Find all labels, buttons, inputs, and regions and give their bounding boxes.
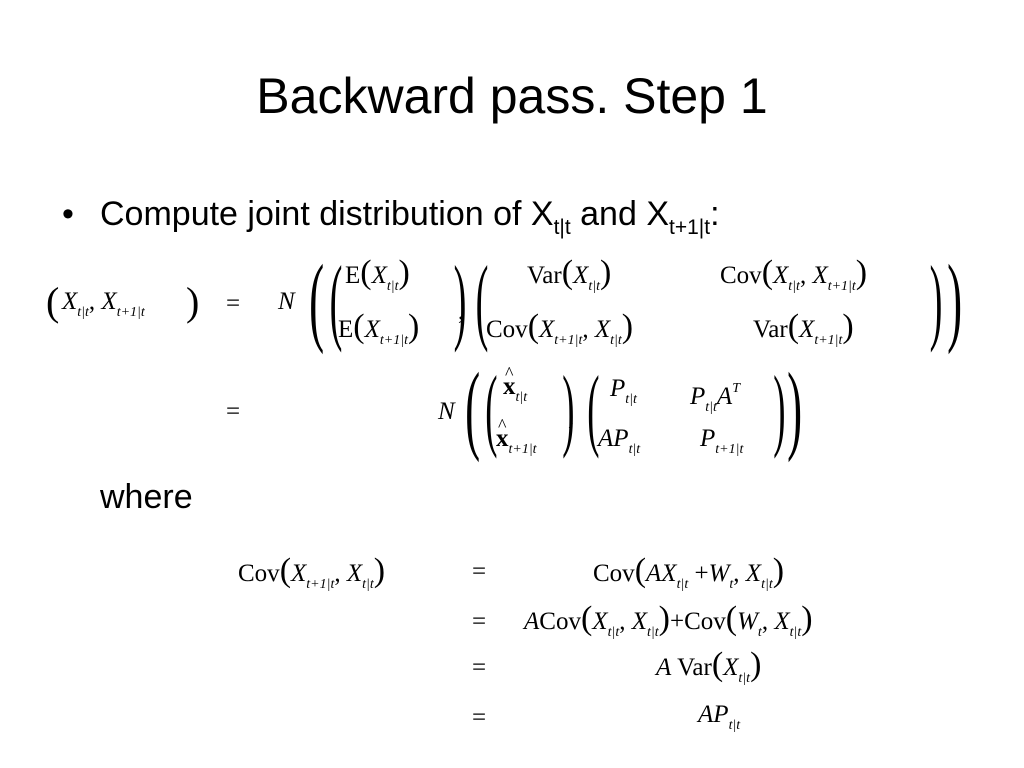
equals-1: = bbox=[226, 290, 241, 317]
cov-matrix-21: Cov(Xt+1|t, Xt|t) bbox=[486, 308, 634, 349]
cov2-11: Pt|t bbox=[610, 375, 637, 407]
mean-close: ) bbox=[453, 246, 467, 353]
deriv-lhs: Cov(Xt+1|t, Xt|t) bbox=[238, 552, 386, 593]
mean2-entry-2: xt+1|t bbox=[496, 410, 537, 465]
n2-outer-open: ( bbox=[465, 352, 481, 463]
deriv-rhs-4: APt|t bbox=[698, 701, 741, 733]
deriv-equals-2: = bbox=[472, 608, 487, 635]
bullet-text-a: Compute joint distribution of X bbox=[100, 195, 554, 233]
bullet-dot-icon: • bbox=[62, 195, 74, 233]
deriv-equals-3: = bbox=[472, 654, 487, 681]
cov2-open: ( bbox=[587, 357, 600, 459]
lhs-open-paren: ( bbox=[46, 279, 60, 324]
bullet-compute-joint: • Compute joint distribution of Xt|t and … bbox=[62, 192, 720, 250]
cov-matrix-open: ( bbox=[475, 246, 489, 353]
n2-outer-close: ) bbox=[787, 352, 803, 463]
cov-matrix-11: Var(Xt|t) bbox=[527, 254, 612, 295]
cov-matrix-close: ) bbox=[929, 246, 943, 353]
cov2-22: Pt+1|t bbox=[700, 425, 744, 457]
bullet-text-b: and X bbox=[570, 195, 670, 233]
slide-title: Backward pass. Step 1 bbox=[256, 68, 768, 124]
mean2-open: ( bbox=[485, 357, 498, 459]
where-label: where bbox=[100, 478, 193, 516]
deriv-rhs-3: A Var(Xt|t) bbox=[656, 646, 762, 687]
mean2-close: ) bbox=[562, 357, 575, 459]
mean2-cov-comma: , bbox=[568, 403, 575, 430]
mean2-entry-1: xt|t bbox=[503, 358, 527, 413]
mean-open: ( bbox=[329, 246, 343, 353]
bullet-sub-b: t+1|t bbox=[669, 216, 711, 239]
mean-cov-comma: , bbox=[458, 298, 465, 325]
bullet-text-c: : bbox=[710, 195, 720, 233]
deriv-rhs-1: Cov(AXt|t +Wt, Xt|t) bbox=[593, 552, 785, 593]
n1-outer-open: ( bbox=[309, 244, 325, 355]
normal-N-2: N bbox=[438, 398, 455, 425]
cov2-21: APt|t bbox=[598, 425, 641, 457]
lhs-content: Xt|t, Xt+1|t bbox=[62, 288, 145, 320]
deriv-rhs-2: ACov(Xt|t, Xt|t)+Cov(Wt, Xt|t) bbox=[524, 600, 813, 641]
deriv-equals-4: = bbox=[472, 704, 487, 731]
lhs-close-paren: ) bbox=[186, 279, 200, 324]
equals-2: = bbox=[226, 398, 241, 425]
cov2-close: ) bbox=[773, 357, 786, 459]
n1-outer-close: ) bbox=[947, 244, 963, 355]
bullet-sub-a: t|t bbox=[553, 216, 571, 239]
normal-N-1: N bbox=[278, 288, 295, 315]
deriv-equals-1: = bbox=[472, 558, 487, 585]
cov2-12: Pt|tAT bbox=[690, 381, 740, 415]
mean-entry-1: E(Xt|t) bbox=[345, 254, 410, 295]
cov-matrix-12: Cov(Xt|t, Xt+1|t) bbox=[720, 254, 868, 295]
cov-matrix-22: Var(Xt+1|t) bbox=[753, 308, 854, 349]
mean-entry-2: E(Xt+1|t) bbox=[338, 308, 420, 349]
